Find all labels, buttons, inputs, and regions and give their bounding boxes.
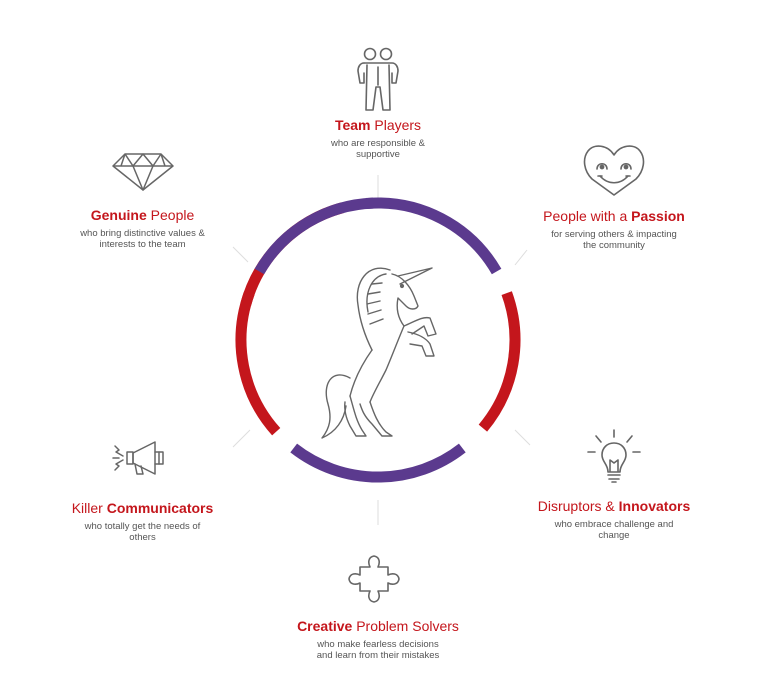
megaphone-icon (111, 441, 164, 475)
trait-killer-communicators: Killer Communicators who totally get the… (60, 440, 225, 543)
ring-arc-top (240, 202, 344, 306)
trait-disruptors-innovators: Disruptors & Innovators who embrace chal… (528, 428, 700, 541)
trait-description: who are responsible &supportive (331, 138, 425, 160)
ring-arc-bottom (290, 443, 466, 483)
two-people-icon (357, 47, 399, 111)
ring-arc-left (235, 291, 281, 436)
trait-team-players: Team Players who are responsible &suppor… (303, 47, 453, 160)
ring-arc-top-right (365, 197, 502, 275)
connector-bottom-left (232, 429, 251, 448)
trait-people-with-passion: People with a Passion for serving others… (528, 143, 700, 251)
trait-title: Disruptors & Innovators (537, 498, 691, 514)
smiling-heart-icon (583, 145, 645, 196)
rearing-unicorn-icon (321, 267, 437, 439)
puzzle-piece-icon (348, 555, 400, 603)
lightbulb-icon (587, 429, 641, 483)
trait-description: who bring distinctive values &interests … (80, 228, 205, 250)
ring-arcs (235, 197, 521, 483)
ring-arc-right (478, 291, 521, 432)
ring-arc-top-left (254, 197, 374, 275)
trait-title: Creative Problem Solvers (297, 618, 459, 634)
trait-title: People with a Passion (543, 208, 685, 224)
diamond-icon (111, 153, 174, 191)
trait-genuine-people: Genuine People who bring distinctive val… (60, 152, 225, 250)
connector-top-right (514, 249, 528, 266)
trait-title: Team Players (334, 117, 422, 133)
connector-top-left (232, 246, 249, 263)
ring-connectors (232, 175, 531, 525)
trait-title: Genuine People (90, 207, 195, 223)
trait-creative-problem-solvers: Creative Problem Solvers who make fearle… (293, 553, 463, 661)
trait-title: Killer Communicators (71, 500, 214, 516)
connector-bottom-right (514, 429, 531, 446)
